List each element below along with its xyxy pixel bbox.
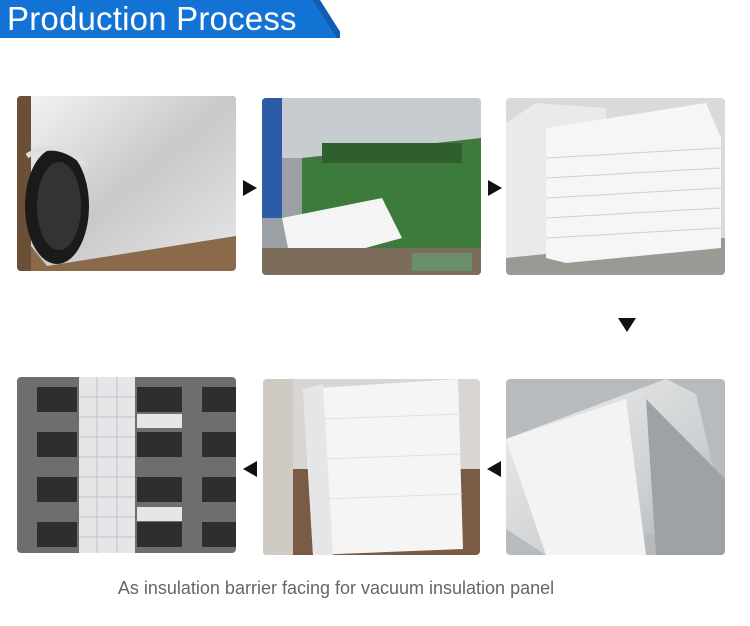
arrow-down-icon [618,318,636,332]
insulation-panel-photo [263,379,480,555]
arrow-right-icon [243,180,257,196]
banner-shape [0,0,340,38]
caption-text: As insulation barrier facing for vacuum … [117,578,555,598]
foil-bag-photo [506,379,725,555]
arrow-left-icon [243,461,257,477]
stacked-bags-photo [506,98,725,275]
section-banner: Production Process [0,0,340,38]
arrow-right-icon [488,180,502,196]
foil-roll-photo [17,96,236,271]
bag-making-machine-photo [262,98,481,275]
arrow-left-icon [487,461,501,477]
building-facade-photo [17,377,236,553]
banner-title: Production Process [7,0,297,37]
